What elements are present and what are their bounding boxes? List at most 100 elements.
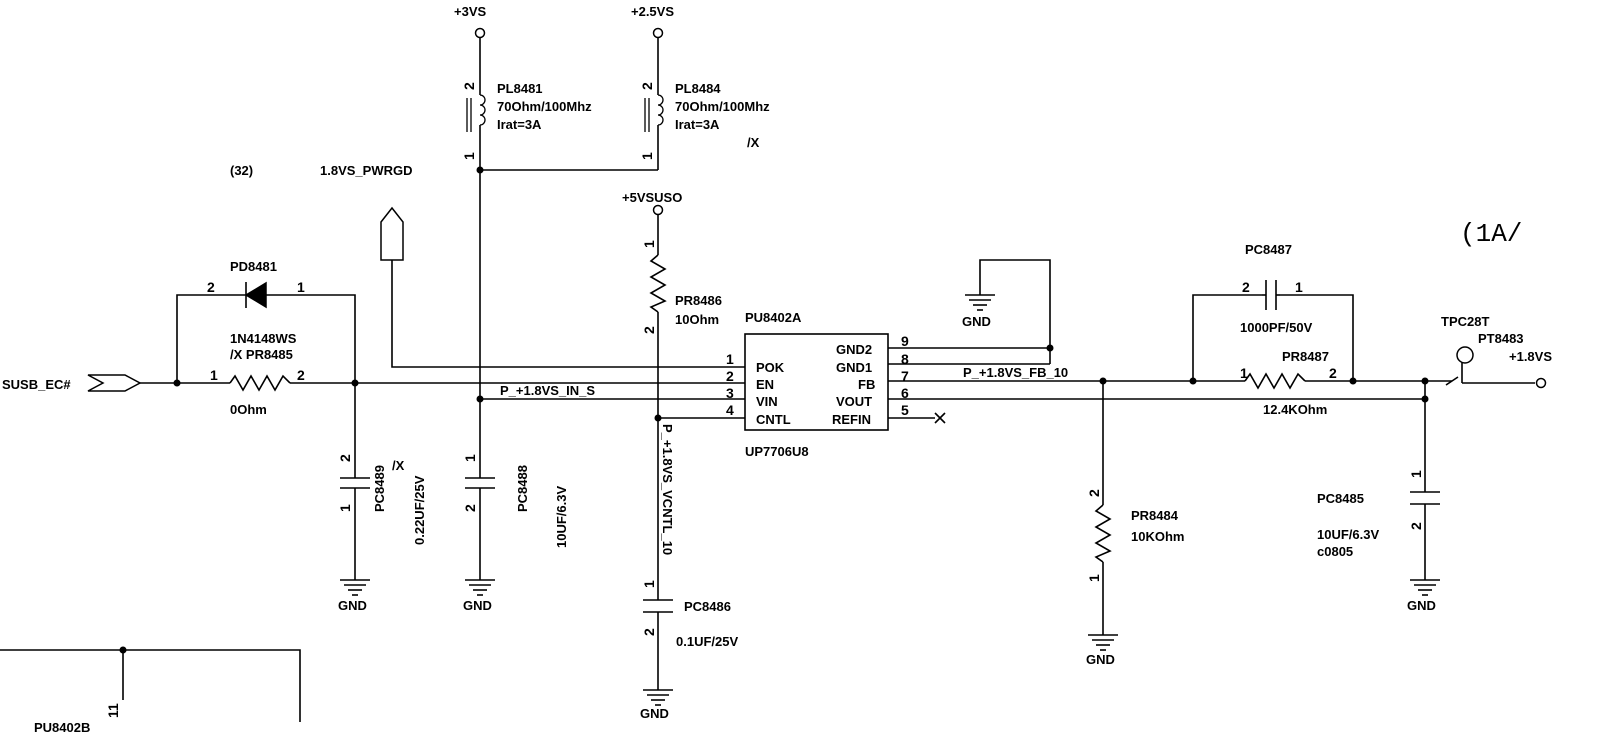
gnd-label: GND: [1086, 652, 1115, 667]
rail-1-8vs-label: +1.8VS: [1509, 349, 1552, 364]
pl8481-ref: PL8481: [497, 81, 543, 96]
ic-pin-8-num: 8: [901, 351, 909, 367]
pr8486-pin-top: 1: [641, 240, 657, 248]
pr8484-value: 10KOhm: [1131, 529, 1184, 544]
capacitor-pc8487: PC8487 2 1 1000PF/50V: [1240, 242, 1313, 335]
pc8485-pin-bottom: 2: [1408, 522, 1424, 530]
resistor-pr8486: 1 2 PR8486 10Ohm: [641, 240, 722, 334]
pc8486-value: 0.1UF/25V: [676, 634, 738, 649]
pc8489-ref: PC8489: [372, 465, 387, 512]
pc8489-pin-bottom: 1: [337, 504, 353, 512]
pl8484-x-mark: /X: [747, 135, 760, 150]
pwrgd-offpage-connector: [380, 206, 404, 261]
pd8481-pin-left: 2: [207, 279, 215, 295]
gnd-label: GND: [962, 314, 991, 329]
rail-3vs-label: +3VS: [454, 4, 486, 19]
ground-icon: GND: [1086, 634, 1118, 667]
pc8485-value: 10UF/6.3V: [1317, 527, 1379, 542]
pr8484-pin-top: 2: [1086, 489, 1102, 497]
pr8485-value: 0Ohm: [230, 402, 267, 417]
pc8488-ref: PC8488: [515, 465, 530, 512]
pc8486-ref: PC8486: [684, 599, 731, 614]
ic-pin-3-num: 3: [726, 385, 734, 401]
pl8481-pin-top: 2: [461, 82, 477, 90]
diode-pd8481: PD8481 2 1 1N4148WS: [207, 259, 305, 346]
ferrite-pl8481: 2 1 PL8481 70Ohm/100Mhz Irat=3A: [461, 81, 592, 160]
junction-dots: [119, 166, 1429, 654]
rail-5vsuso: +5VSUSO: [622, 190, 682, 216]
pl8481-note: Irat=3A: [497, 117, 542, 132]
capacitor-pc8489: 2 1 PC8489 /X 0.22UF/25V: [337, 454, 427, 545]
pd8481-part: 1N4148WS: [230, 331, 297, 346]
pr8484-pin-bottom: 1: [1086, 574, 1102, 582]
ferrite-pl8484: 2 1 PL8484 70Ohm/100Mhz Irat=3A /X: [639, 81, 770, 160]
pl8481-value: 70Ohm/100Mhz: [497, 99, 592, 114]
pr8486-ref: PR8486: [675, 293, 722, 308]
pl8481-pin-bottom: 1: [461, 152, 477, 160]
resistor-pr8487: PR8487 1 2 12.4KOhm: [1240, 349, 1337, 417]
pc8489-value: 0.22UF/25V: [412, 475, 427, 545]
pr8486-pin-bottom: 2: [641, 326, 657, 334]
pc8485-ref: PC8485: [1317, 491, 1364, 506]
ic-pin-8-name: GND1: [836, 360, 872, 375]
ic-ref: PU8402A: [745, 310, 802, 325]
pc8486-pin-bottom: 2: [641, 628, 657, 636]
pd8481-ref: PD8481: [230, 259, 277, 274]
rail-2-5vs-label: +2.5VS: [631, 4, 674, 19]
partial-annotation: (1A/: [1460, 219, 1522, 249]
net-fb-label: P_+1.8VS_FB_10: [963, 365, 1068, 380]
pr8485-pin-right: 2: [297, 367, 305, 383]
ground-icon: GND: [463, 579, 495, 613]
pc8488-pin-bottom: 2: [462, 504, 478, 512]
ic-pin-9-name: GND2: [836, 342, 872, 357]
ground-icon: GND: [640, 689, 673, 721]
gnd-label: GND: [640, 706, 669, 721]
ic-pin-6-num: 6: [901, 385, 909, 401]
tp-ref2: PT8483: [1478, 331, 1524, 346]
gnd-label: GND: [1407, 598, 1436, 613]
ground-icon: GND: [338, 579, 370, 613]
pr8487-pin-left: 1: [1240, 365, 1248, 381]
rail-1-8vs: +1.8VS: [1509, 349, 1552, 389]
ic-pin-1-name: POK: [756, 360, 785, 375]
pd8481-pin-right: 1: [297, 279, 305, 295]
ic-part: UP7706U8: [745, 444, 809, 459]
susb-ec-input-connector: [87, 374, 142, 392]
ic-pin-2-name: EN: [756, 377, 774, 392]
ground-icon: GND: [1407, 579, 1440, 613]
ic-pin-5-name: REFIN: [832, 412, 871, 427]
fragment-ref: PU8402B: [34, 720, 90, 735]
rail-2-5vs: +2.5VS: [631, 4, 674, 39]
pc8489-pin-top: 2: [337, 454, 353, 462]
ic-pin-1-num: 1: [726, 351, 734, 367]
test-point-tpc28t: TPC28T PT8483: [1441, 314, 1524, 386]
tp-ref: TPC28T: [1441, 314, 1489, 329]
pl8484-pin-top: 2: [639, 82, 655, 90]
pr8487-value: 12.4KOhm: [1263, 402, 1327, 417]
gnd-label: GND: [338, 598, 367, 613]
ic-pin-7-name: FB: [858, 377, 875, 392]
ic-pin-7-num: 7: [901, 368, 909, 384]
pr8484-ref: PR8484: [1131, 508, 1179, 523]
net-in-s-label: P_+1.8VS_IN_S: [500, 383, 595, 398]
ground-icon: GND: [962, 294, 995, 329]
net-vcntl-label: P_+1.8VS_VCNTL_10: [660, 424, 675, 555]
fragment-pin: 11: [105, 703, 121, 718]
pc8488-value: 10UF/6.3V: [554, 486, 569, 548]
pc8489-x-mark: /X: [392, 458, 405, 473]
no-connect-mark: [934, 412, 946, 424]
pl8484-pin-bottom: 1: [639, 152, 655, 160]
resistor-pr8484: 2 1 PR8484 10KOhm: [1086, 489, 1184, 582]
ic-pin-4-num: 4: [726, 402, 734, 418]
ic-pin-2-num: 2: [726, 368, 734, 384]
pl8484-value: 70Ohm/100Mhz: [675, 99, 770, 114]
capacitor-pc8486: 1 2 PC8486 0.1UF/25V: [641, 580, 738, 649]
resistor-pr8485: /X PR8485 1 2 0Ohm: [210, 347, 305, 417]
capacitor-pc8488: 1 2 PC8488 10UF/6.3V: [462, 454, 569, 548]
capacitor-pc8485: 1 2 PC8485 10UF/6.3V c0805: [1317, 470, 1440, 559]
pr8485-pin-left: 1: [210, 367, 218, 383]
susb-ec-label: SUSB_EC#: [2, 377, 71, 392]
pc8485-package: c0805: [1317, 544, 1353, 559]
pc8487-value: 1000PF/50V: [1240, 320, 1313, 335]
